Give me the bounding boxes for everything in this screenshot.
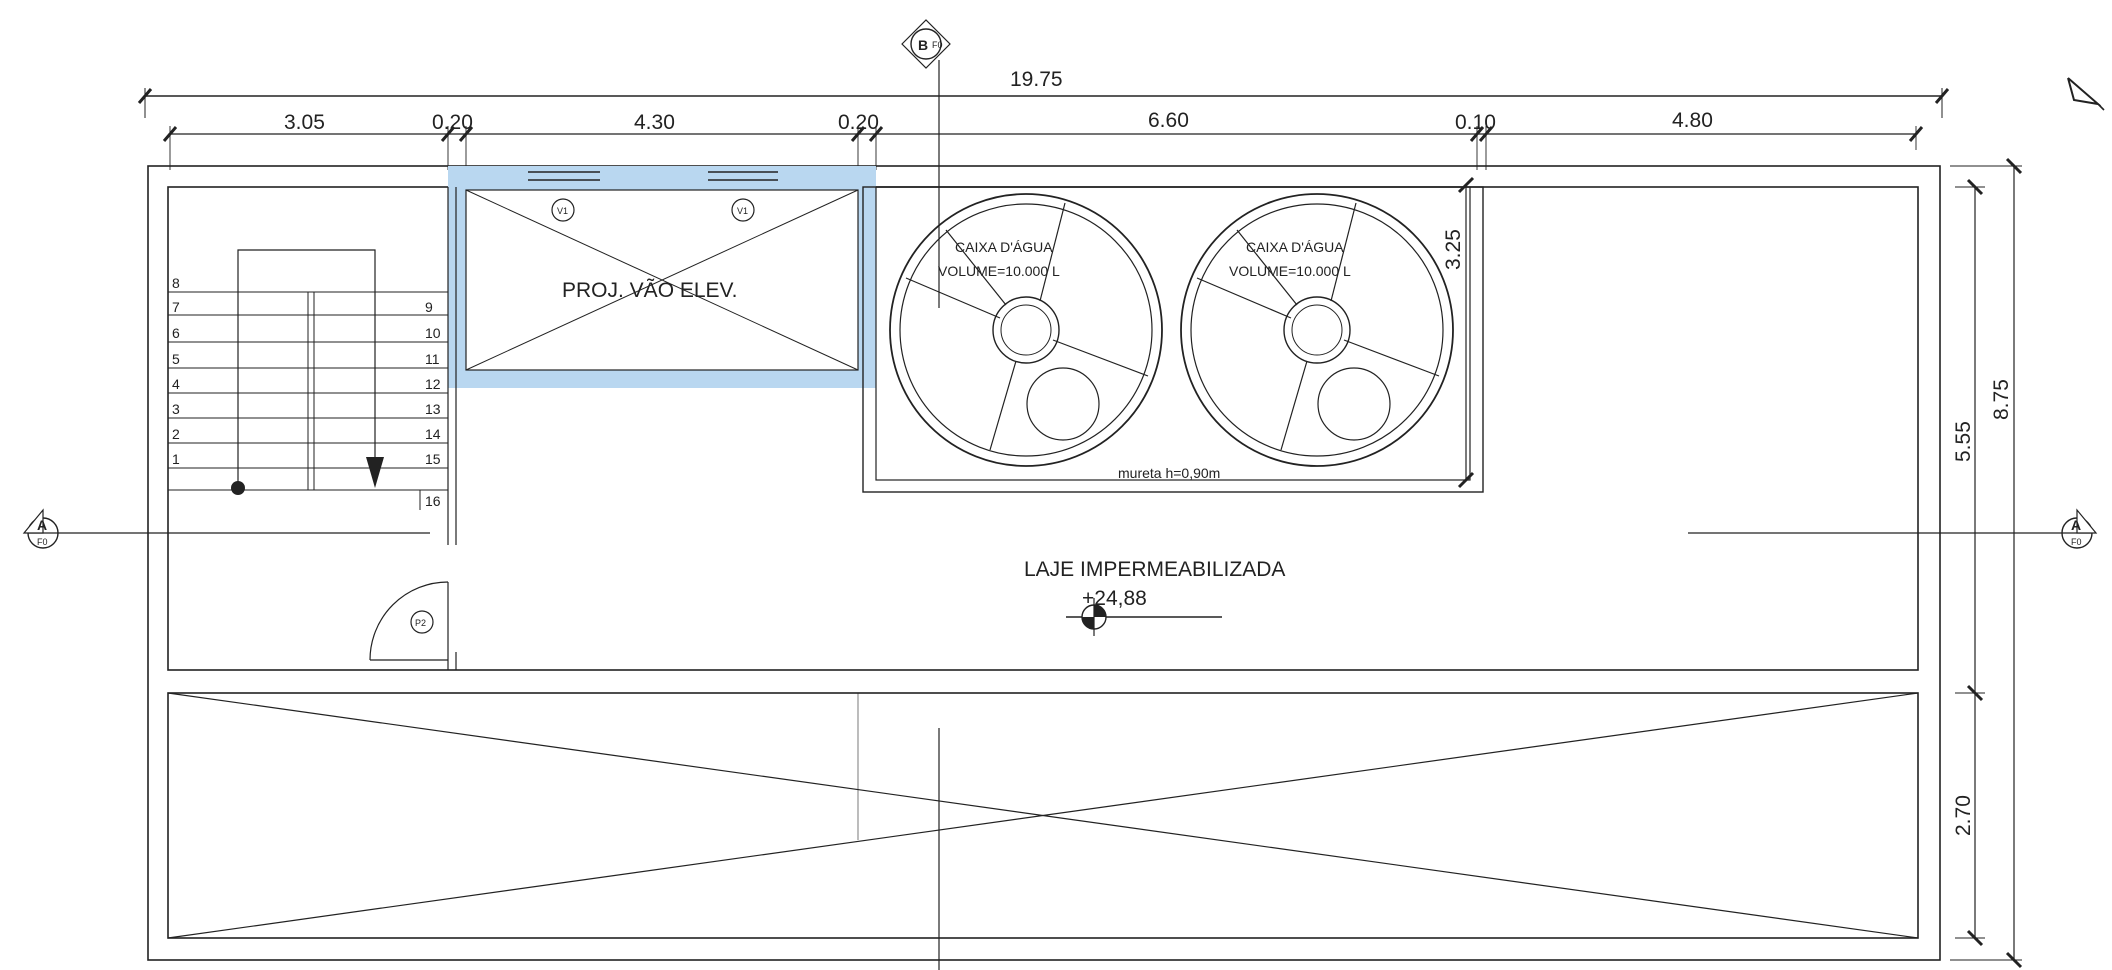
section-a-right-sheet: F0 (2071, 537, 2082, 547)
dim-seg-5: 6.60 (1148, 109, 1189, 132)
dim-right-lower: 2.70 (1952, 795, 1975, 836)
stair-step-2: 2 (172, 426, 180, 442)
stair-step-6: 6 (172, 325, 180, 341)
parapet-label: mureta h=0,90m (1118, 465, 1220, 481)
stair-step-1: 1 (172, 451, 180, 467)
dimension-overall: 19.75 (137, 68, 1950, 118)
stair-step-15: 15 (425, 451, 441, 467)
north-arrow-icon (2067, 77, 2105, 111)
v1-left: V1 (557, 206, 568, 216)
water-tank-2: CAIXA D'ÁGUA VOLUME=10.000 L (1180, 193, 1454, 467)
v1-right: V1 (737, 206, 748, 216)
stair-step-16: 16 (425, 493, 441, 509)
tank-1-volume: VOLUME=10.000 L (938, 263, 1060, 279)
dim-seg-2: 0.20 (432, 111, 473, 134)
section-marker-a-right: A F0 (1688, 508, 2098, 549)
stair-step-8: 8 (172, 275, 180, 291)
stair-step-9: 9 (425, 299, 433, 315)
dim-overall-width: 19.75 (1010, 68, 1063, 91)
slab-title: LAJE IMPERMEABILIZADA (1024, 558, 1285, 581)
dim-right-inner: 5.55 (1952, 421, 1975, 462)
dim-tank-depth: 3.25 (1442, 229, 1465, 270)
dimension-row: 3.05 0.20 4.30 0.20 6.60 0.10 4.80 (162, 109, 1924, 170)
dimension-right: 5.55 8.75 2.70 (1950, 157, 2023, 969)
staircase: 8 7 6 5 4 3 2 1 9 10 11 12 13 14 15 16 (168, 187, 457, 545)
elevator-shaft: V1 V1 PROJ. VÃO ELEV. (448, 166, 876, 388)
tank-1-name: CAIXA D'ÁGUA (955, 239, 1053, 255)
door-p2: P2 (369, 581, 457, 670)
water-tank-enclosure: mureta h=0,90m (862, 186, 1484, 493)
water-tank-1: CAIXA D'ÁGUA VOLUME=10.000 L (889, 193, 1163, 467)
dimension-tank-depth: 3.25 (1442, 176, 1475, 489)
stair-step-7: 7 (172, 299, 180, 315)
section-b-sheet: F0 (932, 40, 943, 50)
section-b-letter: B (918, 37, 928, 53)
stair-arrow-down (366, 457, 384, 488)
stair-step-4: 4 (172, 376, 180, 392)
stair-step-3: 3 (172, 401, 180, 417)
section-marker-b: B F0 (901, 19, 951, 970)
dim-seg-1: 3.05 (284, 111, 325, 134)
stair-step-14: 14 (425, 426, 441, 442)
section-marker-a-left: A F0 (22, 508, 430, 549)
section-a-left-sheet: F0 (37, 537, 48, 547)
stair-start-dot (231, 481, 245, 495)
stair-step-11: 11 (425, 351, 440, 367)
stair-step-10: 10 (425, 325, 441, 341)
tank-2-volume: VOLUME=10.000 L (1229, 263, 1351, 279)
dim-seg-4: 0.20 (838, 111, 879, 134)
dim-right-overall: 8.75 (1990, 379, 2013, 420)
dim-seg-6: 0.10 (1455, 111, 1496, 134)
stair-step-12: 12 (425, 376, 441, 392)
elevator-label: PROJ. VÃO ELEV. (562, 278, 737, 302)
outer-walls (147, 165, 1941, 961)
section-a-right-letter: A (2071, 517, 2081, 533)
slab-level: +24,88 (1082, 587, 1147, 610)
stair-step-13: 13 (425, 401, 441, 417)
dim-seg-3: 4.30 (634, 111, 675, 134)
door-label: P2 (415, 618, 426, 628)
stair-step-5: 5 (172, 351, 180, 367)
tank-2-name: CAIXA D'ÁGUA (1246, 239, 1344, 255)
slab-annotation: LAJE IMPERMEABILIZADA +24,88 (1024, 558, 1285, 636)
section-a-left-letter: A (37, 517, 47, 533)
dim-seg-7: 4.80 (1672, 109, 1713, 132)
